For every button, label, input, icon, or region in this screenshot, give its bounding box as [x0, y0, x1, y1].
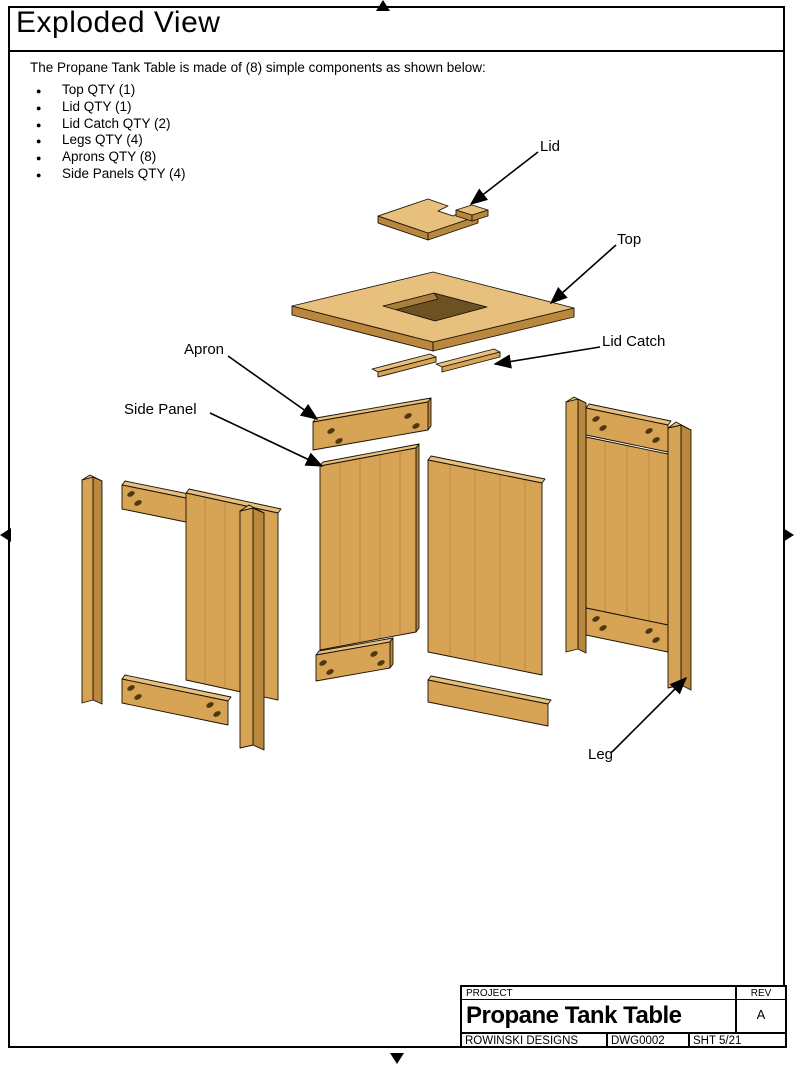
label-apron: Apron [184, 341, 225, 358]
label-side-panel: Side Panel [124, 401, 197, 418]
component-list: Top QTY (1) Lid QTY (1) Lid Catch QTY (2… [36, 82, 186, 184]
list-item-top: Top QTY (1) [36, 82, 186, 100]
project-label: PROJECT [462, 987, 737, 1000]
company-name: ROWINSKI DESIGNS [462, 1032, 608, 1046]
label-top: Top [617, 231, 642, 248]
label-lid: Lid [540, 138, 561, 155]
label-lid-catch: Lid Catch [602, 333, 666, 350]
label-leg: Leg [588, 746, 614, 763]
edge-center-mark-left-icon [0, 528, 11, 542]
list-item-lid-catch: Lid Catch QTY (2) [36, 116, 186, 134]
sheet-number: SHT 5/21 [690, 1032, 785, 1046]
page-title: Exploded View [16, 6, 221, 39]
edge-center-mark-bottom-icon [390, 1053, 404, 1064]
rev-label: REV [737, 987, 785, 1000]
list-item-legs: Legs QTY (4) [36, 132, 186, 150]
rev-value: A [756, 1007, 766, 1022]
drawing-number: DWG0002 [608, 1032, 690, 1046]
list-item-aprons: Aprons QTY (8) [36, 149, 186, 167]
project-name: Propane Tank Table [462, 1000, 737, 1032]
list-item-side-panels: Side Panels QTY (4) [36, 166, 186, 184]
sheet-border [8, 6, 785, 1048]
edge-center-mark-top-icon [376, 0, 390, 11]
edge-center-mark-right-icon [783, 528, 794, 542]
intro-text: The Propane Tank Table is made of (8) si… [30, 60, 486, 75]
title-divider [8, 50, 785, 52]
title-block: PROJECT REV Propane Tank Table A ROWINSK… [460, 985, 787, 1048]
list-item-lid: Lid QTY (1) [36, 99, 186, 117]
